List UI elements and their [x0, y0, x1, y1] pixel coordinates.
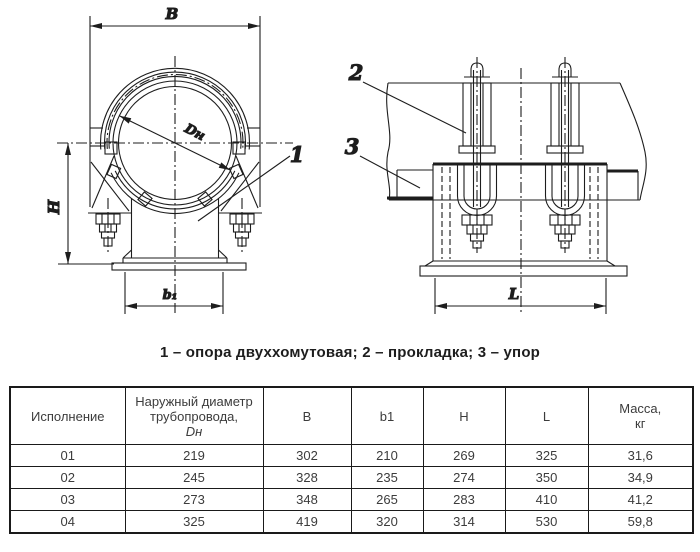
dim-b1-lines	[124, 272, 224, 314]
dim-label-Dn: Dн	[181, 121, 207, 144]
cell-diameter: 325	[124, 510, 264, 534]
col-header-b1: b1	[350, 386, 424, 445]
yoke-brackets	[88, 127, 262, 214]
cell-L: 410	[504, 488, 589, 511]
col-header-diameter-symbol: Dн	[185, 423, 203, 439]
cell-H: 314	[422, 510, 506, 534]
cell-massa: 41,2	[587, 488, 694, 511]
cell-L: 350	[504, 466, 589, 489]
cell-b1: 265	[350, 488, 424, 511]
cell-massa: 31,6	[587, 444, 694, 467]
callout-3-leader	[359, 155, 421, 189]
dim-label-H: H	[45, 199, 63, 215]
col-header-diameter-text: Наружный диаметр трубопровода,	[135, 393, 253, 424]
pillar-and-base	[111, 198, 247, 271]
front-bolt-left	[95, 198, 121, 252]
cell-b1: 320	[350, 510, 424, 534]
cell-B: 348	[262, 488, 352, 511]
front-centerlines	[57, 56, 293, 313]
cell-L: 325	[504, 444, 589, 467]
table-row: 04 325 419 320 314 530 59,8	[9, 510, 694, 534]
cell-diameter: 219	[124, 444, 264, 467]
callout-1-label: 1	[290, 142, 305, 167]
col-header-massa: Масса, кг	[587, 386, 694, 445]
cell-ispolnenie: 03	[9, 488, 126, 511]
cell-b1: 210	[350, 444, 424, 467]
cell-ispolnenie: 01	[9, 444, 126, 467]
technical-drawing: B Dн H b₁ 1	[44, 4, 647, 314]
cell-L: 530	[504, 510, 589, 534]
callout-3-label: 3	[345, 134, 360, 159]
figure-caption: 1 – опора двуххомутовая; 2 – прокладка; …	[159, 344, 541, 361]
cell-H: 283	[422, 488, 506, 511]
col-header-L: L	[504, 386, 589, 445]
col-header-H: H	[422, 386, 506, 445]
u-bolt-left	[456, 57, 498, 253]
cell-ispolnenie: 04	[9, 510, 126, 534]
dim-B-lines	[89, 16, 261, 207]
dim-label-B: B	[165, 5, 179, 23]
table-header-row: Исполнение Наружный диаметр трубопровода…	[9, 386, 694, 445]
cell-massa: 59,8	[587, 510, 694, 534]
dim-label-L: L	[508, 285, 520, 303]
front-bolt-right	[229, 198, 255, 252]
callout-2-leader	[362, 81, 467, 134]
cell-H: 269	[422, 444, 506, 467]
support-box	[419, 162, 628, 277]
pipe-and-clamp	[99, 67, 251, 214]
col-header-ispolnenie: Исполнение	[9, 386, 126, 445]
dim-L-lines	[434, 278, 607, 314]
cell-diameter: 245	[124, 466, 264, 489]
cell-B: 419	[262, 510, 352, 534]
dimensions-table: Исполнение Наружный диаметр трубопровода…	[9, 386, 694, 534]
cell-B: 302	[262, 444, 352, 467]
col-header-diameter: Наружный диаметр трубопровода, Dн	[124, 386, 264, 445]
cell-B: 328	[262, 466, 352, 489]
u-bolt-right	[544, 57, 586, 253]
dim-H-lines	[58, 143, 114, 265]
callout-1-leader	[197, 155, 291, 222]
table-row: 02 245 328 235 274 350 34,9	[9, 466, 694, 489]
cell-massa: 34,9	[587, 466, 694, 489]
front-view: B Dн H b₁ 1	[44, 4, 305, 314]
cell-H: 274	[422, 466, 506, 489]
cell-b1: 235	[350, 466, 424, 489]
side-view: 2 3 L	[344, 57, 647, 314]
table-row: 03 273 348 265 283 410 41,2	[9, 488, 694, 511]
callout-2-label: 2	[348, 60, 364, 85]
col-header-B: B	[262, 386, 352, 445]
table-row: 01 219 302 210 269 325 31,6	[9, 444, 694, 467]
cell-diameter: 273	[124, 488, 264, 511]
side-stubs	[387, 169, 639, 200]
dim-Dn-arrow	[119, 115, 231, 171]
cell-ispolnenie: 02	[9, 466, 126, 489]
col-header-massa-line2: кг	[635, 416, 646, 431]
col-header-massa-line1: Масса,	[619, 401, 662, 416]
dim-label-b1: b₁	[163, 288, 178, 303]
